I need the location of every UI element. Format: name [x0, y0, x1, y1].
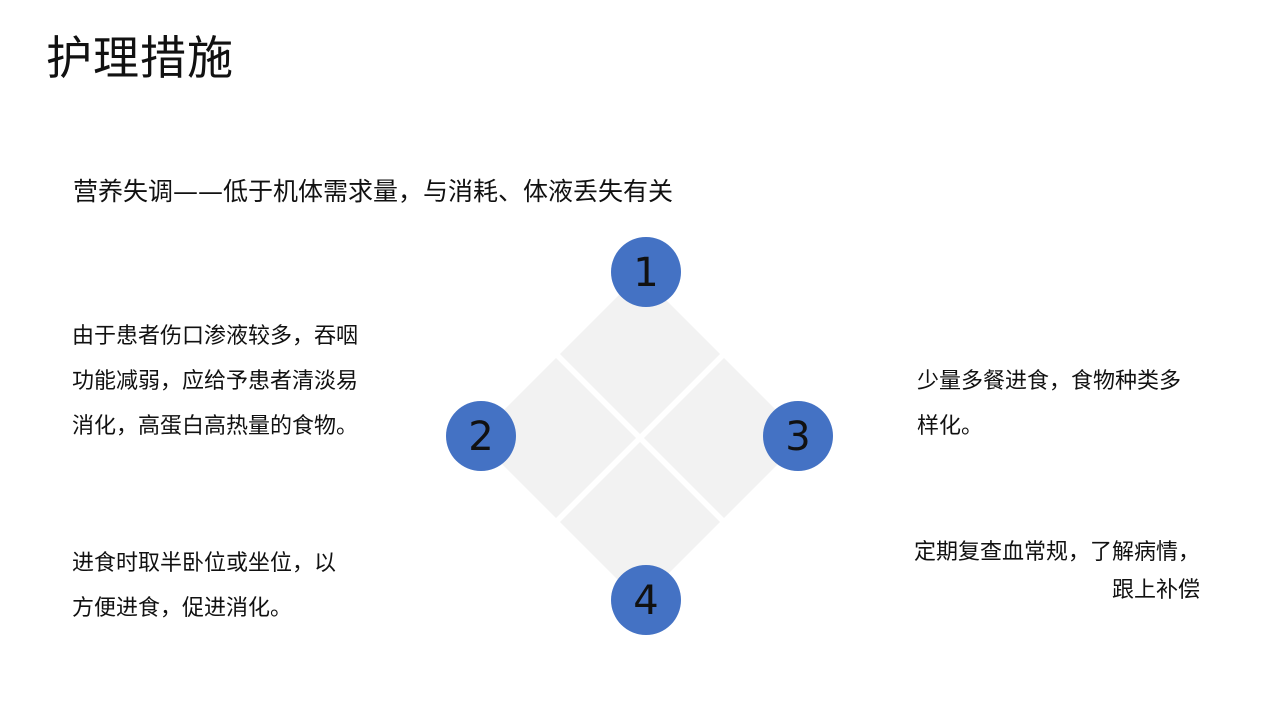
diamond-tile-bottom	[560, 442, 720, 602]
text-line: 定期复查血常规，了解病情，	[913, 540, 1200, 565]
page-title: 护理措施	[46, 31, 234, 85]
text-block-1: 由于患者伤口渗液较多，吞咽 功能减弱，应给予患者清淡易 消化，高蛋白高热量的食物…	[72, 314, 402, 449]
step-circle-3	[763, 401, 833, 471]
text-line: 由于患者伤口渗液较多，吞咽	[72, 324, 359, 349]
step-node-1: 1	[611, 237, 681, 307]
step-node-3: 3	[763, 401, 833, 471]
step-number-1: 1	[633, 250, 658, 296]
text-line: 方便进食，促进消化。	[72, 596, 293, 621]
step-number-3: 3	[785, 414, 810, 460]
step-circle-4	[611, 565, 681, 635]
step-node-2: 2	[446, 401, 516, 471]
subtitle: 营养失调——低于机体需求量，与消耗、体液丢失有关	[73, 177, 674, 206]
text-block-2: 少量多餐进食，食物种类多 样化。	[917, 359, 1217, 449]
step-circle-1	[611, 237, 681, 307]
text-line: 少量多餐进食，食物种类多	[917, 369, 1182, 394]
text-block-3: 进食时取半卧位或坐位，以 方便进食，促进消化。	[72, 541, 382, 631]
diamond-tile-top	[560, 274, 720, 434]
text-line: 跟上补偿	[1111, 578, 1200, 603]
step-number-2: 2	[468, 414, 493, 460]
step-number-4: 4	[633, 578, 658, 624]
text-line: 消化，高蛋白高热量的食物。	[72, 414, 359, 439]
step-node-4: 4	[611, 565, 681, 635]
step-circle-2	[446, 401, 516, 471]
diamond-tile-right	[644, 358, 804, 518]
text-block-4: 定期复查血常规，了解病情， 跟上补偿	[880, 534, 1200, 610]
text-line: 功能减弱，应给予患者清淡易	[72, 369, 359, 394]
text-line: 进食时取半卧位或坐位，以	[72, 551, 337, 576]
diamond-tile-left	[476, 358, 636, 518]
text-line: 样化。	[917, 414, 984, 439]
